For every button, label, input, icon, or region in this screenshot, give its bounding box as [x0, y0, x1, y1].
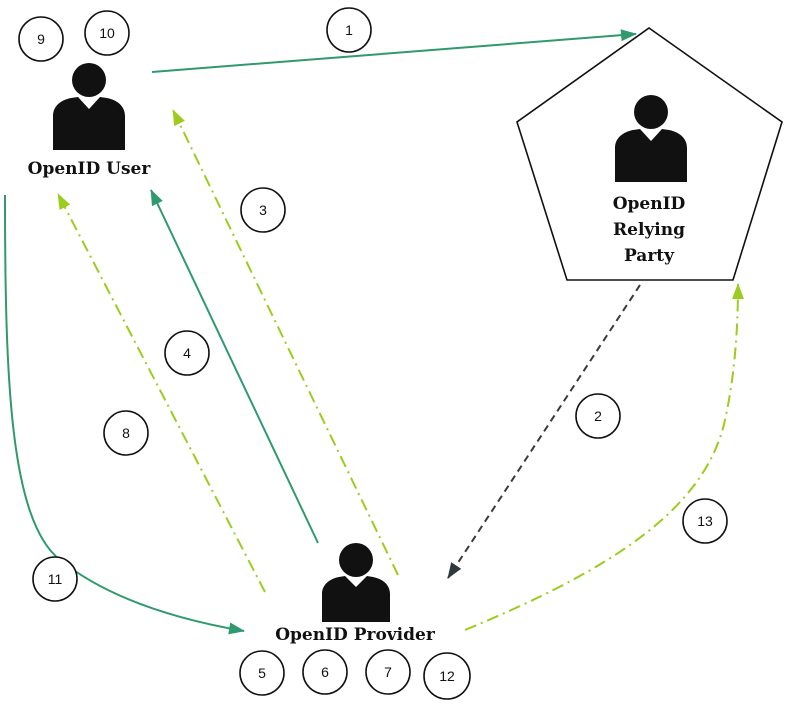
step-number: 3 — [259, 202, 267, 218]
arrow-step-8 — [57, 193, 266, 593]
step-marker-6: 6 — [302, 649, 348, 695]
provider-person-icon — [322, 543, 390, 622]
step-marker-7: 7 — [365, 649, 411, 695]
relying-party-label-line-1: OpenID — [613, 194, 686, 214]
arrow-step-3 — [172, 109, 399, 576]
step-marker-2: 2 — [575, 393, 621, 439]
step-number: 9 — [37, 31, 45, 47]
step-number: 6 — [321, 664, 329, 680]
step-marker-12: 12 — [423, 652, 471, 700]
step-marker-1: 1 — [326, 7, 372, 53]
step-number: 4 — [183, 345, 191, 361]
step-number: 11 — [48, 571, 63, 587]
user-label: OpenID User — [28, 159, 152, 179]
step-number: 13 — [697, 513, 713, 529]
step-number: 12 — [439, 668, 455, 684]
step-number: 5 — [258, 665, 266, 681]
provider-label: OpenID Provider — [275, 625, 436, 645]
step-marker-8: 8 — [103, 410, 149, 456]
step-number: 8 — [122, 425, 130, 441]
step-number: 7 — [384, 664, 392, 680]
arrow-step-13 — [464, 283, 744, 631]
step-marker-5: 5 — [239, 650, 285, 696]
step-marker-9: 9 — [18, 16, 64, 62]
step-marker-3: 3 — [240, 187, 286, 233]
user-person-icon — [53, 63, 125, 150]
step-number: 10 — [99, 25, 115, 41]
relying-party-label-line-2: Relying — [613, 220, 685, 240]
arrow-step-2 — [447, 284, 641, 579]
step-number: 2 — [594, 408, 602, 424]
step-marker-11: 11 — [32, 556, 78, 602]
step-marker-4: 4 — [164, 330, 210, 376]
relying-party-person-icon — [615, 95, 687, 182]
step-number: 1 — [345, 22, 353, 38]
step-marker-13: 13 — [682, 498, 728, 544]
arrow-step-4 — [150, 189, 319, 544]
relying-party-label-line-3: Party — [624, 246, 675, 266]
arrow-step-1 — [151, 29, 637, 73]
step-marker-10: 10 — [84, 10, 130, 56]
arrow-step-11 — [4, 194, 245, 635]
